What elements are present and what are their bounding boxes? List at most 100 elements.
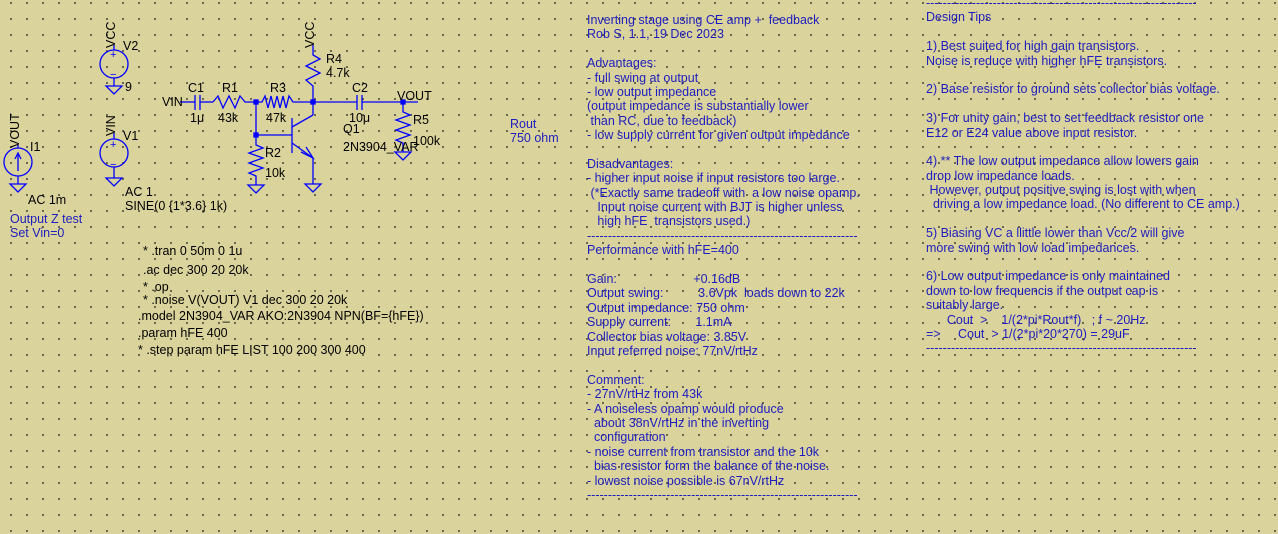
directive-ac[interactable]: .ac dec 300 20 20k	[143, 263, 249, 277]
svg-text:+: +	[110, 49, 116, 61]
voltage-source-v2[interactable]: + −	[99, 45, 129, 95]
directive-tran[interactable]: * .tran 0 50m 0 1u	[143, 244, 243, 258]
r4-name: R4	[326, 52, 342, 66]
note-line: - low supply current for given output im…	[587, 128, 850, 143]
tip-line: E12 or E24 value above input resistor.	[926, 125, 1138, 140]
tip-line: 1) Best suited for high gain transistors…	[926, 39, 1140, 54]
i1-ac: AC 1m	[28, 193, 67, 207]
v2-name: V2	[123, 39, 139, 53]
directive-model[interactable]: .model 2N3904_VAR AKO:2N3904 NPN(BF={hFE…	[138, 309, 424, 323]
q1-name: Q1	[343, 122, 360, 136]
tip-line	[926, 25, 1240, 39]
resistor-r2[interactable]	[247, 135, 265, 185]
note-line: Output swing: 3.6Vpk loads down to 22k	[587, 286, 845, 301]
r4-value: 4.7k	[326, 66, 350, 80]
resistor-r4[interactable]	[304, 45, 322, 102]
tip-line: However, output positive swing is lost w…	[926, 183, 1196, 198]
note-line: Output impedance: 750 ohm	[587, 300, 745, 315]
i1-name: I1	[30, 140, 41, 154]
note-line	[587, 143, 860, 157]
tip-line: driving a low impedance load. (No differ…	[926, 197, 1240, 212]
directive-op[interactable]: * .op	[143, 280, 169, 294]
directive-param[interactable]: .param hFE 400	[138, 326, 228, 340]
note-line: Rob S, 1.1, 19 Dec 2023	[587, 27, 724, 42]
note-line	[587, 258, 860, 272]
q1-model: 2N3904_VAR	[343, 140, 419, 154]
transistor-q1[interactable]	[291, 102, 323, 193]
vin-net-label: VIN	[162, 95, 183, 109]
note-line: high hFE transistors used.)	[587, 214, 751, 229]
note-line	[587, 358, 860, 372]
rout-value: 750 ohm	[510, 131, 559, 145]
note-line: Inverting stage using CE amp + feedback	[587, 13, 820, 27]
rout-label: Rout	[510, 117, 537, 131]
tip-line	[926, 140, 1240, 154]
directive-noise[interactable]: * .noise V(VOUT) V1 dec 300 20 20k	[143, 293, 348, 307]
tip-line: Cout > 1/(2*pi*Rout*f) ; f ~ 20Hz	[926, 312, 1146, 327]
note-line: - A noiseless opamp would produce	[587, 401, 784, 416]
tip-line	[926, 255, 1240, 269]
tip-line: Noise is reduce with higher hFE transist…	[926, 53, 1168, 68]
current-source-i1[interactable]	[3, 145, 33, 193]
r1-name: R1	[222, 81, 238, 95]
note-line: - low output impedance	[587, 84, 717, 99]
note-line: Advantages:	[587, 56, 657, 71]
tip-line: 2) Base resistor to ground sets collecto…	[926, 82, 1220, 97]
note-line: Comment:	[587, 372, 645, 387]
tip-line	[926, 68, 1240, 82]
svg-text:+: +	[110, 139, 116, 151]
note-line	[587, 42, 860, 56]
tip-line: ----------------------------------------…	[926, 341, 1197, 356]
note-line: ----------------------------------------…	[587, 487, 858, 502]
input-network	[180, 94, 418, 110]
note-line: Collector bias voltage: 3.85V	[587, 329, 747, 344]
r3-value: 47k	[266, 111, 287, 125]
voltage-source-v1[interactable]: + −	[99, 133, 129, 187]
net-label-vin-v1: VIN	[104, 115, 118, 136]
tip-line: ----------------------------------------…	[926, 0, 1197, 10]
v1-name: V1	[123, 129, 139, 143]
note-line: Input referred noise: 77nV/rtHz	[587, 343, 758, 358]
note-line: bias resistor form the balance of the no…	[587, 459, 830, 474]
note-line: Gain: +0.16dB	[587, 272, 741, 287]
note-line: (output impedance is substantially lower	[587, 99, 809, 114]
c1-value: 1μ	[190, 111, 205, 125]
note-line: configuration	[587, 430, 666, 445]
tip-line: down to low frequencis if the output cap…	[926, 283, 1159, 298]
tip-line: suitably large.	[926, 298, 1004, 313]
vout-net-label: VOUT	[397, 89, 432, 103]
v2-value: 9	[125, 80, 132, 94]
design-tips-block[interactable]: ----------------------------------------…	[926, 0, 1240, 356]
note-line: - lowest noise possible is 67nV/rtHz	[587, 473, 785, 488]
tip-line: Design Tips	[926, 10, 992, 25]
svg-text:−: −	[110, 159, 116, 171]
note-line: ----------------------------------------…	[587, 228, 858, 243]
tip-line	[926, 212, 1240, 226]
note-line: (*Exactly same tradeoff with a low noise…	[587, 185, 860, 200]
note-line: about 38nV/rtHz in the inverting	[587, 415, 770, 430]
note-line: than RC, due to feedback)	[587, 113, 737, 128]
tip-line: more swing with low load impedances.	[926, 240, 1140, 255]
c2-name: C2	[352, 81, 368, 95]
r1-value: 43k	[218, 111, 239, 125]
c1-name: C1	[188, 81, 204, 95]
note-line: - higher input noise if input resistors …	[587, 171, 840, 186]
net-label-vcc-r4: VCC	[303, 21, 317, 48]
set-vin-note: Set Vin=0	[10, 226, 65, 240]
v1-ac: AC 1	[125, 185, 153, 199]
r2-name: R2	[265, 146, 281, 160]
tip-line: 4) ** The low output impedance allow low…	[926, 154, 1199, 169]
directive-step[interactable]: * .step param hFE LIST 100 200 300 400	[138, 343, 366, 357]
note-line: Disadvantages:	[587, 156, 674, 171]
note-line: Supply current: 1.1mA	[587, 315, 732, 330]
r3-name: R3	[270, 81, 286, 95]
output-z-note: Output Z test	[10, 212, 83, 226]
resistor-r5[interactable]	[394, 102, 412, 152]
note-line: Input noise current with BJT is higher u…	[587, 200, 843, 215]
r5-name: R5	[413, 113, 429, 127]
note-line: Performance with hFE=400	[587, 243, 739, 258]
c2-value: 10μ	[349, 111, 371, 125]
note-line: - noise current from transistor and the …	[587, 444, 820, 459]
net-label-vcc-v2: VCC	[104, 21, 118, 48]
